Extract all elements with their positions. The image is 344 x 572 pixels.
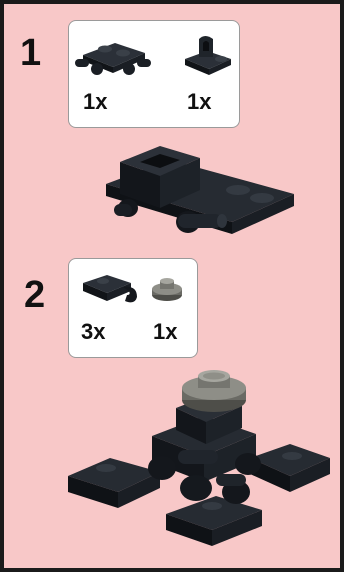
instruction-page: 1 1x 1x (4, 4, 340, 568)
round-plate-icon (149, 273, 185, 309)
parts-callout: 1x 1x (68, 20, 240, 128)
step-number: 2 (24, 276, 45, 314)
part-quantity: 1x (153, 321, 177, 343)
part-quantity: 3x (81, 321, 105, 343)
plate-with-clip-icon (79, 269, 141, 309)
plate-with-clips-bar-icon (75, 29, 155, 79)
step-number: 1 (20, 34, 41, 72)
parts-callout: 3x 1x (68, 258, 198, 358)
step-1-assembly-illustration (100, 138, 300, 248)
plate-with-vertical-clip-icon (181, 29, 235, 79)
step-2-assembly-illustration (66, 364, 334, 554)
part-quantity: 1x (83, 91, 107, 113)
part-quantity: 1x (187, 91, 211, 113)
